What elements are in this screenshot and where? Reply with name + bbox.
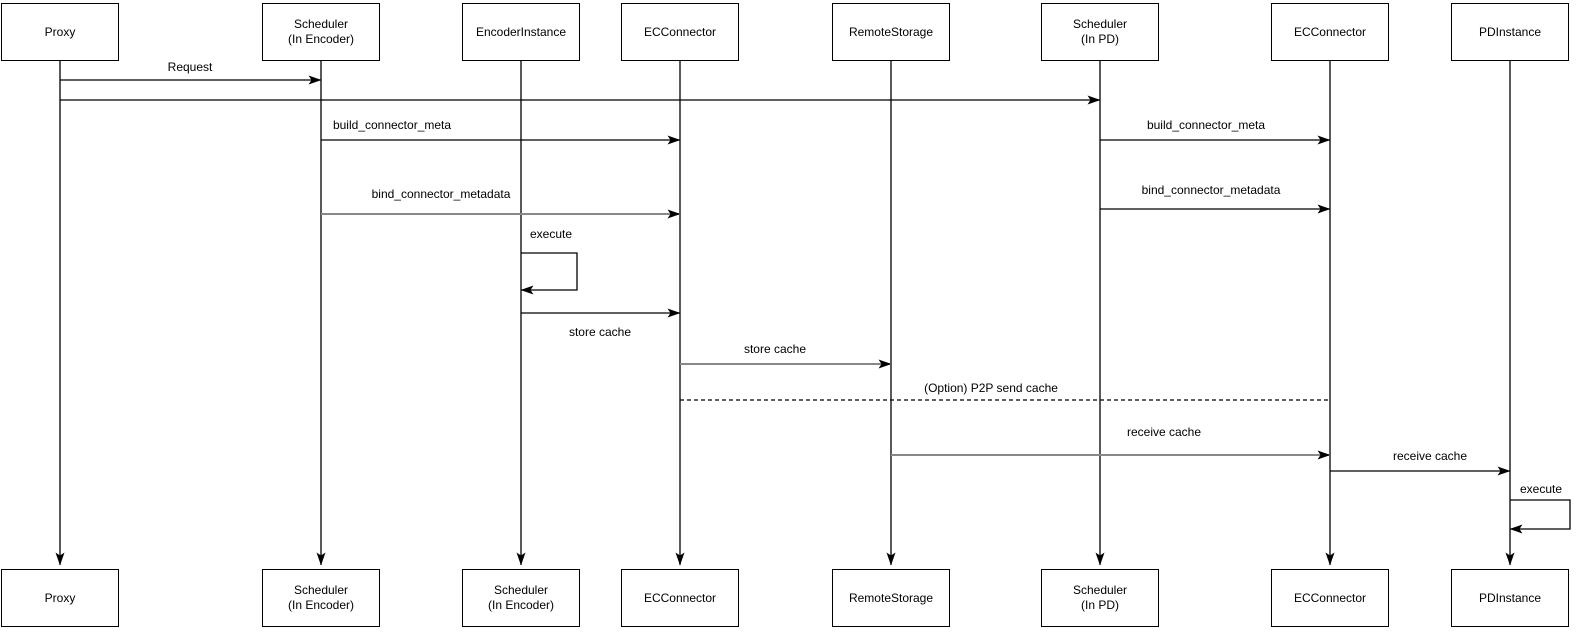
label-build-connector-meta-pd: build_connector_meta bbox=[1144, 118, 1268, 132]
label-p2p-send-cache: (Option) P2P send cache bbox=[922, 381, 1060, 395]
label-store-cache-remote: store cache bbox=[741, 342, 809, 356]
participant-bottom-ecconnector-2: ECConnector bbox=[1271, 569, 1389, 627]
participant-top-ecconnector-1: ECConnector bbox=[621, 3, 739, 61]
label-receive-cache-pdinstance: receive cache bbox=[1390, 449, 1470, 463]
label-execute-pd: execute bbox=[1517, 482, 1565, 496]
participant-bottom-pdinstance: PDInstance bbox=[1451, 569, 1569, 627]
label-bind-connector-metadata-pd: bind_connector_metadata bbox=[1139, 183, 1283, 197]
participant-top-scheduler-pd: Scheduler (In PD) bbox=[1041, 3, 1159, 61]
participant-top-ecconnector-2: ECConnector bbox=[1271, 3, 1389, 61]
label-execute-encoder: execute bbox=[527, 227, 575, 241]
participant-bottom-scheduler-encoder-2: Scheduler (In Encoder) bbox=[462, 569, 580, 627]
participant-bottom-remotestorage: RemoteStorage bbox=[832, 569, 950, 627]
participant-top-scheduler-encoder: Scheduler (In Encoder) bbox=[262, 3, 380, 61]
self-loop-execute-encoder bbox=[520, 252, 578, 295]
participant-bottom-proxy: Proxy bbox=[1, 569, 119, 627]
participant-top-pdinstance: PDInstance bbox=[1451, 3, 1569, 61]
label-bind-connector-metadata-encoder: bind_connector_metadata bbox=[369, 187, 513, 201]
participant-top-remotestorage: RemoteStorage bbox=[832, 3, 950, 61]
label-request: Request bbox=[165, 60, 215, 74]
self-loop-execute-pd bbox=[1509, 499, 1571, 534]
participant-bottom-scheduler-pd: Scheduler (In PD) bbox=[1041, 569, 1159, 627]
label-store-cache-encoder: store cache bbox=[566, 325, 634, 339]
label-build-connector-meta-encoder: build_connector_meta bbox=[330, 118, 454, 132]
participant-top-encoderinstance: EncoderInstance bbox=[462, 3, 580, 61]
participant-bottom-scheduler-encoder: Scheduler (In Encoder) bbox=[262, 569, 380, 627]
participant-bottom-ecconnector-1: ECConnector bbox=[621, 569, 739, 627]
label-receive-cache-ecconnector: receive cache bbox=[1124, 425, 1204, 439]
participant-top-proxy: Proxy bbox=[1, 3, 119, 61]
